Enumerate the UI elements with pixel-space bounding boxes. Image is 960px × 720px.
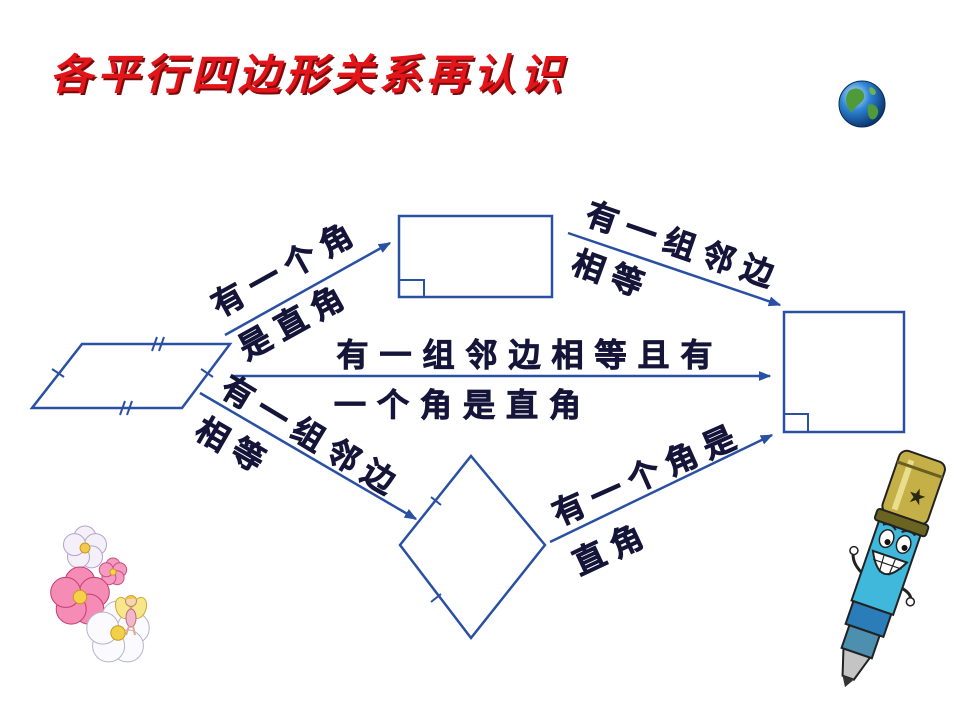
label-parallelogram-to-square-line1: 有一组邻边相等且有 (336, 336, 723, 374)
parallelogram-top-tick (158, 336, 165, 352)
label-rhombus-to-square-line1: 有一个角是 (547, 415, 750, 533)
globe-land (869, 87, 876, 95)
parallelogram-top-tick (151, 336, 158, 352)
rectangle-right-angle-mark (399, 279, 425, 297)
flower (63, 525, 107, 569)
flower-center (79, 542, 91, 554)
arrow-parallelogram-to-rhombus (199, 391, 418, 521)
rhombus-upper-tick (430, 496, 442, 506)
slide-title: 各平行四边形关系再认识 (50, 50, 568, 99)
flower-center (72, 589, 88, 605)
mascot-cap-star (909, 488, 926, 506)
arrow-parallelogram-to-rectangle (224, 241, 392, 337)
flower-center (109, 568, 117, 576)
arrow-rhombus-to-square (549, 433, 774, 544)
parallelogram-left-tick (51, 368, 65, 378)
globe-land (845, 88, 865, 113)
square-outline (782, 310, 906, 434)
mascot-eyebrow (882, 523, 897, 531)
mascot-teeth (878, 555, 885, 573)
globe-land (867, 104, 879, 120)
globe-sphere (838, 80, 886, 128)
rhombus-lower-tick (430, 593, 442, 603)
fairy-body (125, 608, 137, 628)
fairy-leg (132, 625, 136, 636)
mascot-teeth (872, 558, 902, 570)
mascot-teeth (888, 559, 896, 576)
arrow-rectangle-to-square (567, 231, 782, 307)
mascot-cap-highlight (891, 459, 915, 511)
globe-icon (838, 80, 886, 128)
flower (50, 566, 110, 625)
parallelogram-bottom-tick (126, 400, 133, 416)
rectangle-shape (397, 214, 554, 299)
mascot-hand (849, 545, 859, 556)
fairy-figure (114, 595, 148, 636)
mascot-pupil (884, 539, 891, 546)
square-shape (782, 310, 906, 434)
parallelogram-right-tick (200, 368, 214, 378)
mascot-hand (905, 597, 916, 607)
fairy-hair (125, 595, 137, 600)
mascot-eyebrow (901, 530, 916, 537)
fairy-leg (125, 625, 130, 636)
flower-fairy-icon (50, 525, 150, 663)
mascot-cap-ridge (896, 460, 944, 479)
pen-mascot-icon (840, 449, 946, 688)
parallelogram-bottom-tick (119, 400, 126, 416)
rhombus-outline (398, 454, 547, 641)
rectangle-outline (397, 214, 554, 299)
rhombus-shape (398, 454, 547, 641)
parallelogram-outline (29, 342, 233, 410)
square-right-angle-mark (784, 413, 809, 432)
flower-center (110, 625, 126, 641)
label-rectangle-to-square-line2: 相等 (567, 243, 657, 307)
mascot-tip (841, 647, 872, 681)
mascot-point (842, 675, 854, 688)
flower (98, 557, 128, 586)
label-parallelogram-to-square-line2: 一个角是直角 (334, 386, 592, 424)
mascot-pupil (901, 544, 908, 551)
parallelogram-shape (29, 336, 233, 416)
